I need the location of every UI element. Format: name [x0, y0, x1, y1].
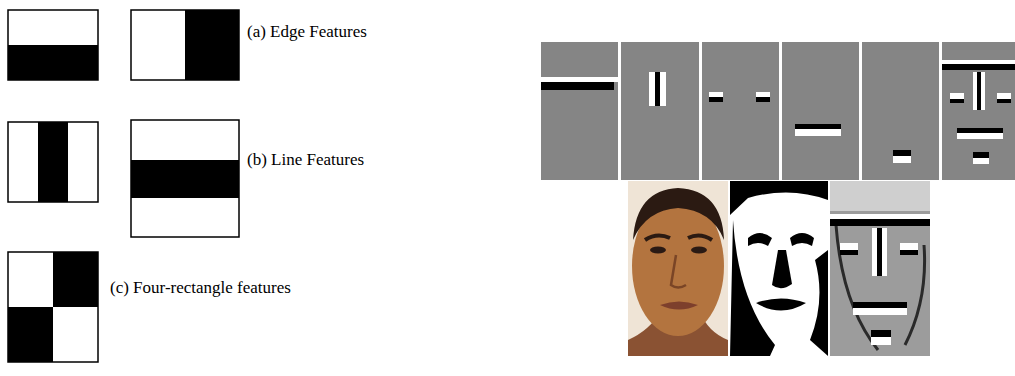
face-shadow [730, 220, 775, 356]
face-contour [905, 245, 925, 345]
gray-panel [621, 42, 699, 180]
overlay-strip [830, 181, 930, 211]
white-bar [882, 228, 887, 276]
white-bar [840, 243, 858, 250]
white-bar [795, 129, 841, 136]
eye-shadow [748, 233, 772, 246]
gray-panel [541, 42, 618, 180]
overlay-ground [830, 181, 930, 356]
black-bar [900, 250, 918, 255]
black-bar [830, 219, 930, 226]
black-rect [38, 122, 68, 202]
white-bar [950, 93, 964, 99]
black-bar [877, 228, 882, 276]
panel-ground [541, 42, 1015, 180]
gray-panel [782, 42, 859, 180]
black-bar [795, 124, 841, 129]
white-bar [973, 158, 989, 164]
white-rect [131, 10, 239, 80]
black-bar [840, 250, 858, 255]
white-bar [942, 60, 1015, 64]
white-bar [872, 228, 877, 276]
white-bar [853, 308, 907, 315]
four-rect-feature [8, 252, 98, 362]
overlay-face [830, 181, 930, 356]
eyebrow [688, 235, 712, 240]
black-rect [8, 307, 53, 362]
black-rect [131, 160, 239, 198]
nose [671, 255, 686, 288]
eye [691, 247, 707, 254]
face-photo [628, 181, 728, 356]
black-bar [541, 82, 614, 90]
white-bar [871, 337, 891, 345]
white-bar [957, 133, 1003, 139]
white-rect [8, 252, 98, 362]
mouth [660, 302, 698, 310]
photo-ground [628, 181, 728, 356]
black-bar [893, 150, 911, 156]
black-bar [950, 99, 964, 103]
white-bar [756, 92, 770, 97]
black-rect [185, 10, 239, 80]
white-bar [649, 72, 655, 106]
white-bar [830, 214, 930, 219]
eye-shadow [790, 233, 814, 246]
binary-face [730, 181, 828, 356]
line-feature [131, 120, 239, 237]
gray-panel [702, 42, 779, 180]
white-bar [709, 92, 723, 97]
white-bar [541, 77, 618, 82]
black-bar [709, 97, 723, 102]
white-bar [997, 93, 1011, 99]
white-bar [660, 72, 666, 106]
black-rect [8, 45, 98, 80]
hair [633, 188, 724, 240]
nose-shadow [772, 250, 792, 288]
white-rect [8, 122, 98, 202]
black-bar [871, 330, 891, 337]
feature-caption: (b) Line Features [247, 150, 364, 170]
feature-caption: (c) Four-rectangle features [110, 278, 291, 298]
face-shadow [810, 250, 828, 356]
black-bar [655, 72, 660, 106]
hair-shadow [730, 181, 828, 215]
gray-panel [942, 42, 1015, 180]
gray-panel [862, 42, 939, 180]
eyebrow [645, 235, 670, 240]
edge-feature [131, 10, 239, 80]
feature-caption: (a) Edge Features [247, 22, 367, 42]
black-bar [997, 99, 1011, 103]
white-bar [981, 72, 985, 110]
white-rect [8, 10, 98, 80]
edge-feature [8, 10, 98, 80]
black-bar [977, 72, 981, 110]
eye [650, 247, 666, 254]
black-bar [853, 302, 907, 308]
mouth-shadow [756, 299, 806, 311]
black-bar [957, 128, 1003, 133]
feature-panels [541, 42, 1015, 180]
white-bar [893, 156, 911, 163]
white-bar [973, 72, 977, 110]
white-rect [131, 120, 239, 237]
black-bar [942, 64, 1015, 70]
white-bar [900, 243, 918, 250]
line-feature [8, 122, 98, 202]
black-bar [973, 152, 989, 158]
black-rect [53, 252, 98, 307]
black-bar [756, 97, 770, 102]
binary-ground [730, 181, 828, 356]
